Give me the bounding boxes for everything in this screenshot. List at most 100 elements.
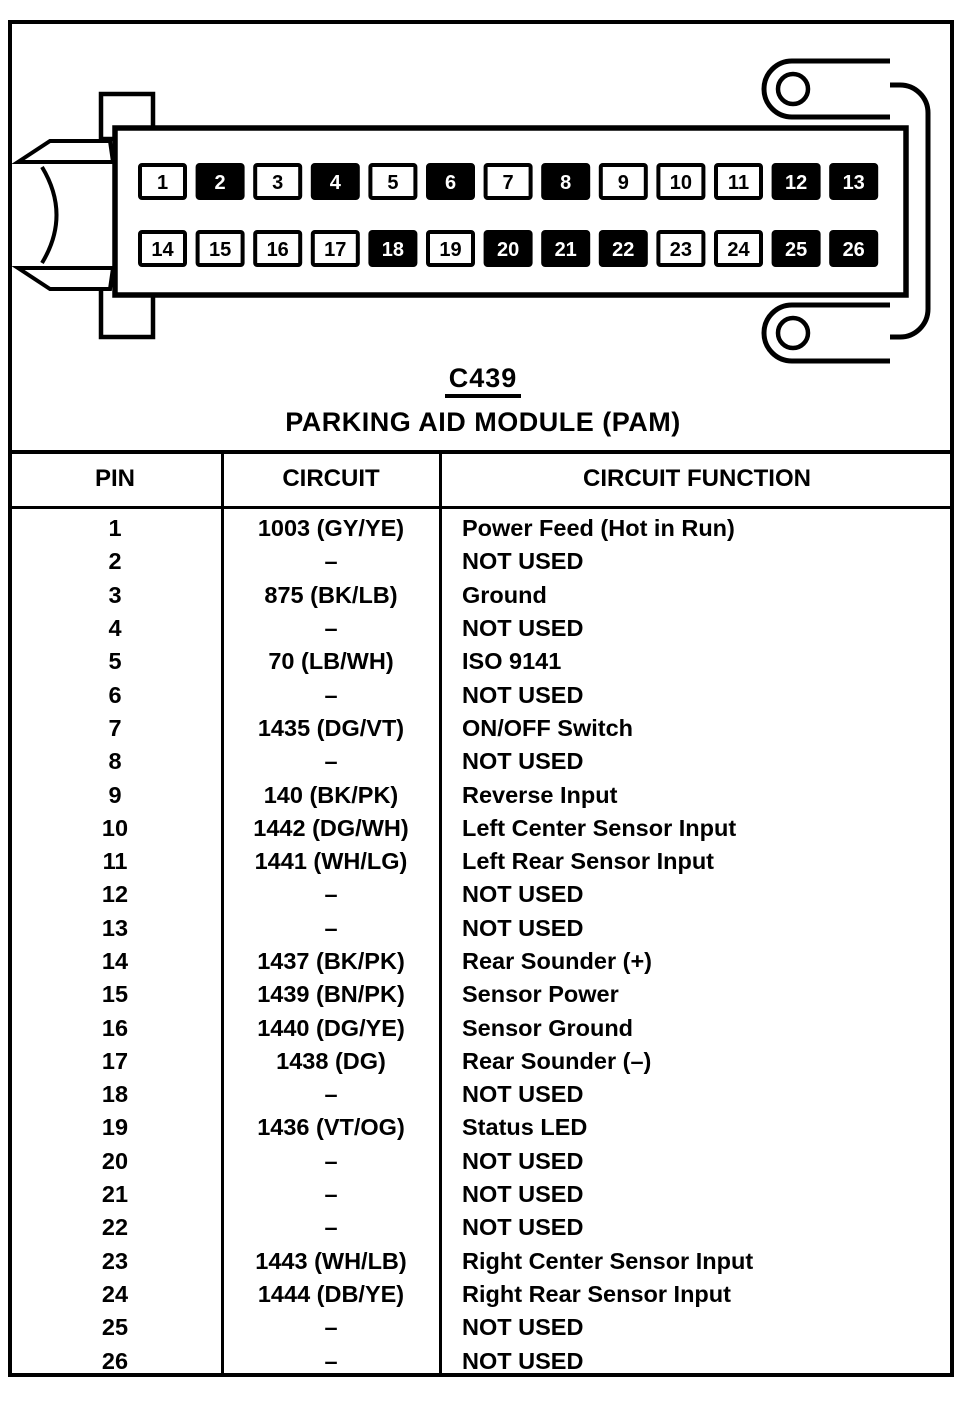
circuit-cell: 1443 (WH/LB)	[255, 1247, 407, 1274]
pin-cell: 2	[108, 548, 122, 575]
table-row: 10 1442 (DG/WH) Left Center Sensor Input	[8, 812, 954, 845]
pin-box-4	[310, 163, 360, 200]
function-cell: NOT USED	[462, 1181, 584, 1208]
table-row: 20 – NOT USED	[8, 1145, 954, 1178]
table-row: 1 1003 (GY/YE) Power Feed (Hot in Run)	[8, 512, 954, 545]
table-row: 25 – NOT USED	[8, 1311, 954, 1344]
function-cell: NOT USED	[462, 548, 584, 575]
function-cell: NOT USED	[462, 881, 584, 908]
table-row: 2 – NOT USED	[8, 545, 954, 578]
circuit-cell: –	[324, 1314, 338, 1341]
pin-box-12	[771, 163, 821, 200]
circuit-cell: 1435 (DG/VT)	[257, 714, 405, 741]
pin-box-17	[310, 230, 360, 267]
pin-number: 15	[209, 239, 231, 261]
pin-box-14	[138, 230, 187, 267]
column-divider-2	[439, 450, 442, 1377]
pin-cell: 10	[101, 814, 129, 841]
function-cell: Power Feed (Hot in Run)	[462, 515, 735, 542]
latch-wedge-bottom	[11, 266, 116, 291]
circuit-cell: –	[324, 1347, 338, 1374]
pin-box-21	[541, 230, 591, 267]
pin-number: 2	[215, 172, 226, 194]
pin-box-9	[598, 163, 648, 200]
table-row: 7 1435 (DG/VT) ON/OFF Switch	[8, 712, 954, 745]
function-cell: Sensor Ground	[462, 1014, 634, 1041]
pin-cell: 15	[101, 981, 129, 1008]
function-cell: NOT USED	[462, 1081, 584, 1108]
pin-cell: 19	[101, 1114, 129, 1141]
function-cell: ISO 9141	[462, 648, 562, 675]
pin-box-6	[426, 163, 475, 200]
header-circuit: CIRCUIT	[282, 465, 380, 492]
circuit-cell: 140 (BK/PK)	[263, 781, 399, 808]
circuit-cell: 1444 (DB/YE)	[257, 1280, 405, 1307]
pin-cell: 8	[108, 748, 122, 775]
header-circuit-function: CIRCUIT FUNCTION	[583, 465, 811, 492]
pin-number: 4	[330, 172, 342, 194]
pin-box-23	[656, 230, 706, 267]
table-row: 12 – NOT USED	[8, 878, 954, 911]
function-cell: Rear Sounder (–)	[462, 1047, 652, 1074]
table-row: 9 140 (BK/PK) Reverse Input	[8, 778, 954, 811]
latch-curve	[40, 165, 59, 265]
function-cell: Reverse Input	[462, 781, 618, 808]
pin-cell: 12	[101, 881, 129, 908]
table-row: 18 – NOT USED	[8, 1078, 954, 1111]
pin-box-16	[253, 230, 303, 267]
circuit-cell: 1003 (GY/YE)	[257, 515, 405, 542]
circuit-cell: –	[324, 748, 338, 775]
pin-box-13	[829, 163, 879, 200]
function-cell: ON/OFF Switch	[462, 714, 634, 741]
table-row: 3 875 (BK/LB) Ground	[8, 579, 954, 612]
circuit-cell: 1440 (DG/YE)	[257, 1014, 405, 1041]
table-row: 4 – NOT USED	[8, 612, 954, 645]
function-cell: Left Center Sensor Input	[462, 814, 737, 841]
pin-table-body: 1 1003 (GY/YE) Power Feed (Hot in Run) 2…	[8, 512, 954, 1378]
circuit-cell: 1442 (DG/WH)	[253, 814, 409, 841]
pin-box-24	[714, 230, 763, 267]
function-cell: NOT USED	[462, 615, 584, 642]
header-pin: PIN	[94, 465, 135, 492]
circuit-cell: –	[324, 1181, 338, 1208]
table-row: 23 1443 (WH/LB) Right Center Sensor Inpu…	[8, 1245, 954, 1278]
function-cell: NOT USED	[462, 681, 584, 708]
pin-cell: 3	[108, 581, 122, 608]
pin-box-25	[771, 230, 821, 267]
function-cell: NOT USED	[462, 1314, 584, 1341]
pin-box-10	[656, 163, 706, 200]
function-cell: Right Center Sensor Input	[462, 1247, 754, 1274]
pin-box-11	[714, 163, 763, 200]
function-cell: NOT USED	[462, 1214, 584, 1241]
pin-cell: 5	[108, 648, 122, 675]
pin-cell: 13	[101, 914, 129, 941]
function-cell: NOT USED	[462, 748, 584, 775]
pin-cell: 21	[101, 1181, 129, 1208]
pin-cell: 14	[101, 948, 129, 974]
circuit-cell: 70 (LB/WH)	[268, 648, 394, 675]
pin-box-3	[253, 163, 303, 200]
pin-number: 26	[843, 239, 865, 261]
table-row: 17 1438 (DG) Rear Sounder (–)	[8, 1045, 954, 1078]
pin-number: 20	[497, 239, 519, 261]
pin-cell: 25	[101, 1314, 129, 1341]
function-cell: Sensor Power	[462, 981, 619, 1008]
pin-cell: 9	[108, 781, 122, 808]
function-cell: Rear Sounder (+)	[462, 948, 652, 974]
latch-wedge-top	[11, 139, 116, 164]
function-cell: Status LED	[462, 1114, 588, 1141]
circuit-cell: –	[324, 1214, 338, 1241]
table-row: 24 1444 (DB/YE) Right Rear Sensor Input	[8, 1278, 954, 1311]
circuit-cell: –	[324, 881, 338, 908]
pin-number: 8	[560, 172, 571, 194]
pin-box-19	[426, 230, 475, 267]
circuit-cell: 1441 (WH/LG)	[254, 848, 408, 875]
pin-box-18	[368, 230, 418, 267]
table-row: 14 1437 (BK/PK) Rear Sounder (+)	[8, 945, 954, 978]
pin-number: 17	[324, 239, 346, 261]
table-row: 8 – NOT USED	[8, 745, 954, 778]
pin-number: 9	[618, 172, 629, 194]
pin-number: 7	[503, 172, 514, 194]
pin-number: 24	[727, 239, 750, 261]
